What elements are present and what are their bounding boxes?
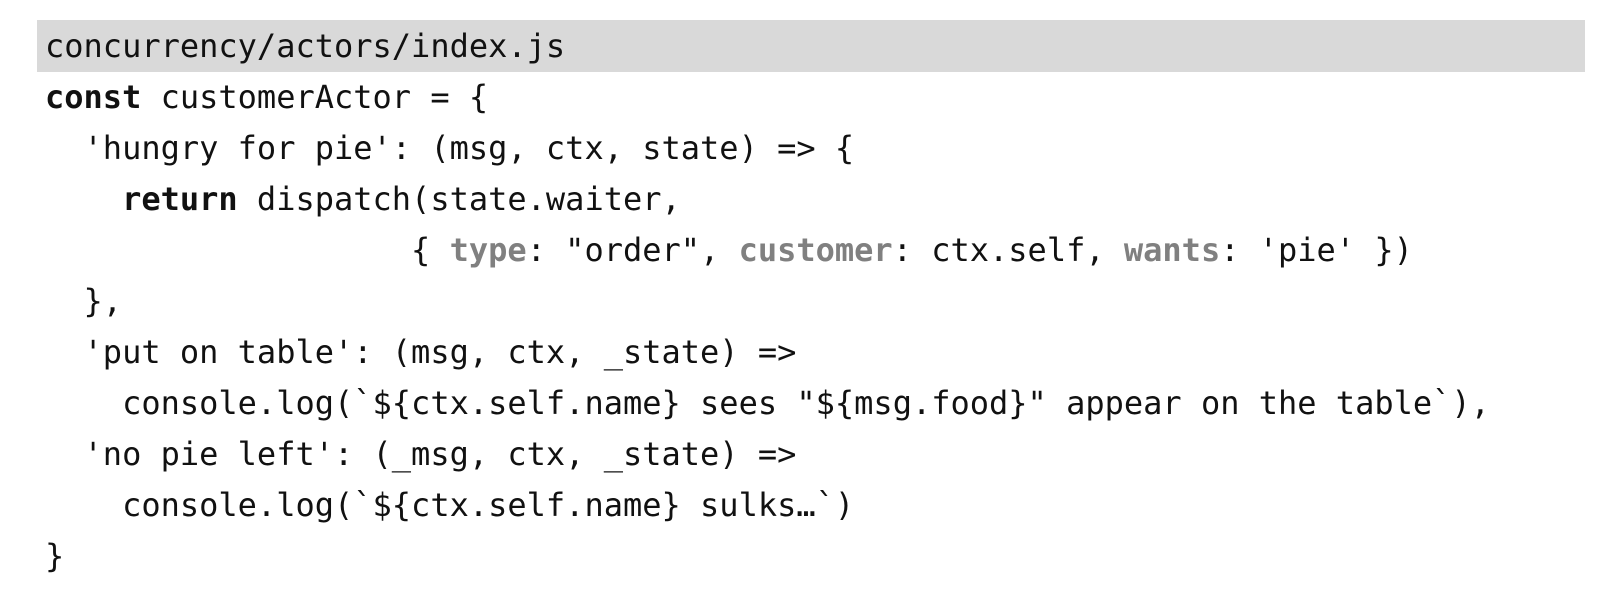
code-line: return dispatch(state.waiter,	[45, 174, 1585, 225]
code-line: { type: "order", customer: ctx.self, wan…	[45, 225, 1585, 276]
code-line: 'put on table': (msg, ctx, _state) =>	[45, 327, 1585, 378]
code-property-name: type	[449, 231, 527, 269]
code-text: }	[45, 537, 65, 575]
code-line: 'no pie left': (_msg, ctx, _state) =>	[45, 429, 1585, 480]
code-block: const customerActor = { 'hungry for pie'…	[37, 72, 1585, 582]
code-listing: concurrency/actors/index.js const custom…	[37, 20, 1585, 600]
code-text: 'hungry for pie': (msg, ctx, state) => {	[45, 129, 855, 167]
code-line: console.log(`${ctx.self.name} sees "${ms…	[45, 378, 1585, 429]
code-text: 'no pie left': (_msg, ctx, _state) =>	[45, 435, 797, 473]
code-text: 'put on table': (msg, ctx, _state) =>	[45, 333, 797, 371]
code-line: },	[45, 276, 1585, 327]
code-line: const customerActor = {	[45, 72, 1585, 123]
code-text: console.log(`${ctx.self.name} sulks…`)	[45, 486, 855, 524]
file-path-header: concurrency/actors/index.js	[37, 20, 1585, 72]
code-text: : 'pie' })	[1220, 231, 1413, 269]
code-text	[45, 180, 122, 218]
code-text: customerActor = {	[141, 78, 489, 116]
code-text: {	[45, 231, 450, 269]
code-text: : ctx.self,	[892, 231, 1124, 269]
code-property-name: wants	[1123, 231, 1221, 269]
code-keyword: const	[45, 78, 142, 116]
code-line: console.log(`${ctx.self.name} sulks…`)	[45, 480, 1585, 531]
code-line: 'hungry for pie': (msg, ctx, state) => {	[45, 123, 1585, 174]
code-text: console.log(`${ctx.self.name} sees "${ms…	[45, 384, 1490, 422]
code-text: : "order",	[526, 231, 739, 269]
code-text: },	[45, 282, 123, 320]
code-keyword: return	[122, 180, 238, 218]
code-line: }	[45, 531, 1585, 582]
code-text: dispatch(state.waiter,	[237, 180, 681, 218]
code-property-name: customer	[738, 231, 893, 269]
